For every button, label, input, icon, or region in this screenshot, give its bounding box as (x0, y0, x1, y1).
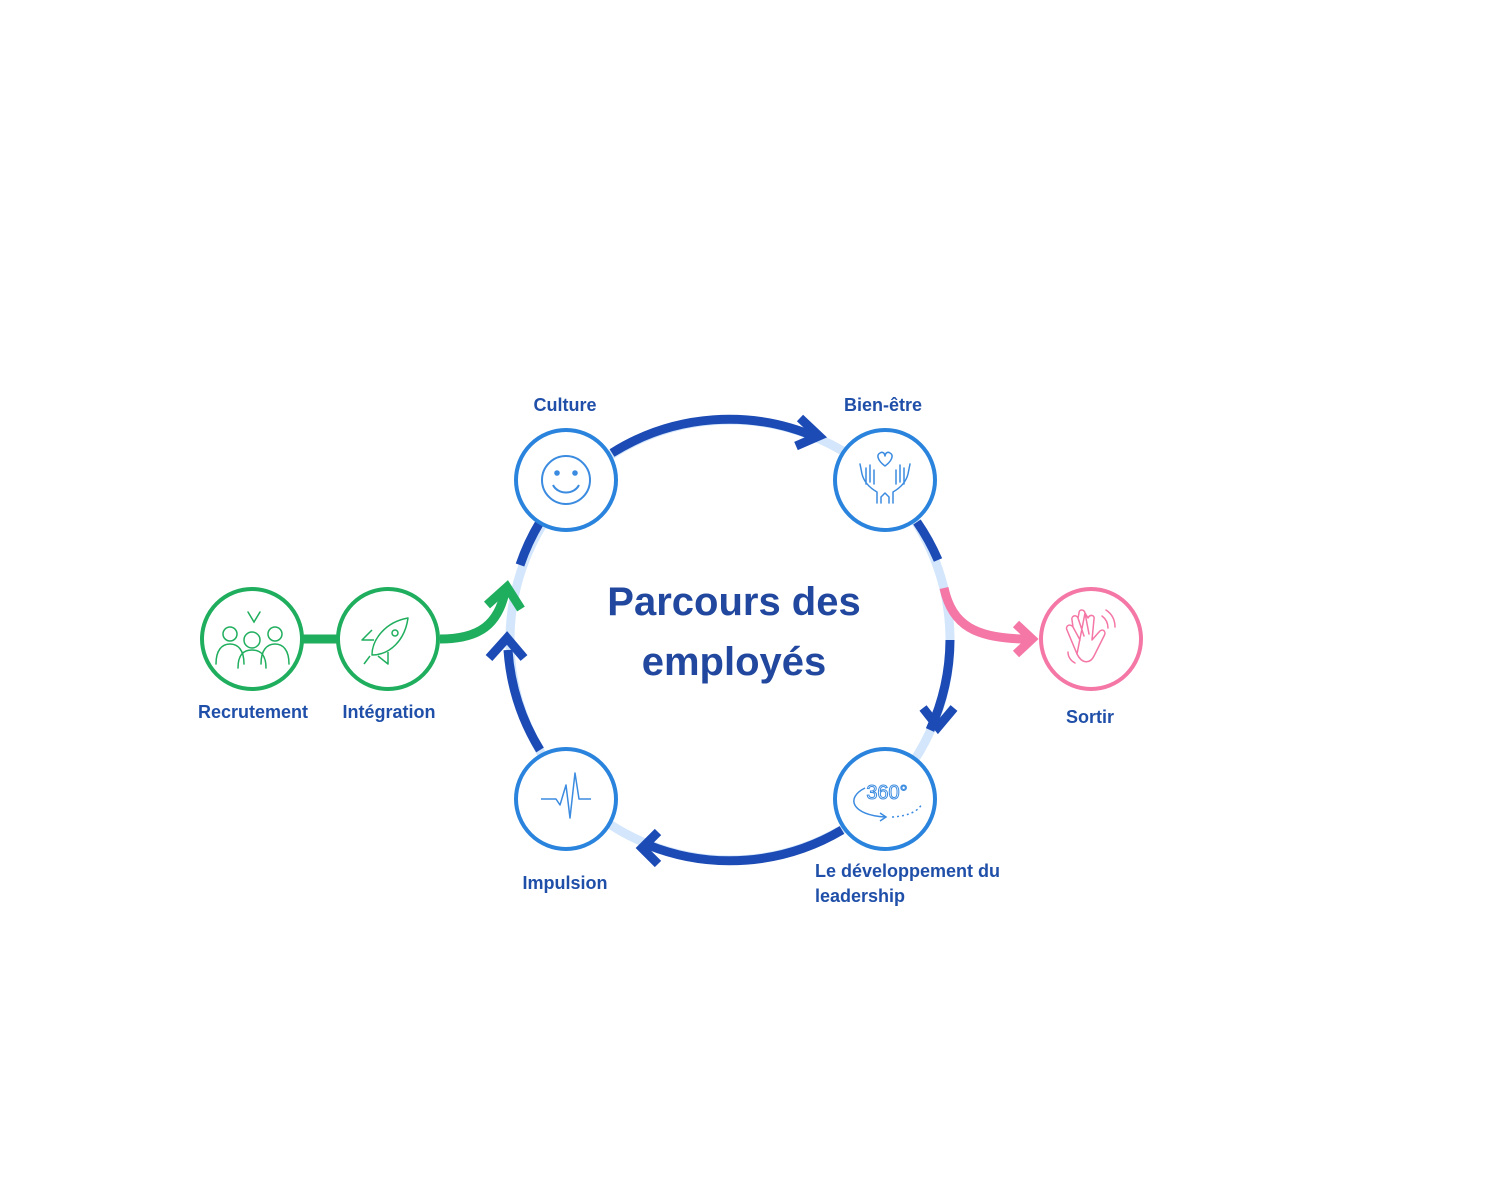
rotation-360-text: 360° (866, 782, 907, 804)
node-onboarding (336, 587, 440, 691)
rotation-360-icon: 360° (853, 782, 923, 822)
waving-hand-icon (1065, 609, 1116, 664)
cycle-arrowheads (485, 414, 958, 868)
cycle-segment-wellbeing-right (913, 519, 943, 562)
label-leadership: Le développement du leadership (815, 859, 1045, 909)
entry-path (302, 580, 525, 644)
label-impulse: Impulsion (522, 873, 608, 893)
smiley-face-icon (541, 455, 591, 505)
pulse-line-icon (541, 772, 591, 819)
label-recruitment: Recrutement (197, 702, 309, 722)
diagram-title: Parcours des employés (584, 572, 884, 692)
arrowhead-down-right (919, 705, 958, 735)
arrowhead-to-wellbeing (794, 414, 828, 451)
node-impulse (514, 747, 618, 851)
node-culture (514, 428, 618, 532)
cycle-segment-leadership-impulse (646, 826, 845, 866)
exit-path (939, 586, 1039, 658)
node-wellbeing (833, 428, 937, 532)
node-leadership: 360° (833, 747, 937, 851)
label-culture: Culture (533, 395, 597, 415)
node-recruitment (200, 587, 304, 691)
entry-arrowhead (483, 580, 525, 612)
cycle-to-exit-curve (939, 586, 1029, 644)
arrowhead-up-left (485, 631, 528, 662)
label-leadership-line-2: leadership (815, 886, 906, 906)
hands-heart-icon (859, 451, 911, 504)
onboarding-to-cycle-curve (439, 590, 510, 644)
label-wellbeing: Bien-être (843, 395, 923, 415)
label-exit: Sortir (1065, 707, 1114, 727)
label-onboarding: Intégration (342, 702, 436, 722)
node-exit (1039, 587, 1143, 691)
team-people-icon (215, 611, 290, 669)
label-leadership-line-1: Le développement du (815, 861, 1001, 881)
title-line-1: Parcours des (607, 580, 861, 624)
cycle-segment-impulse-left (503, 649, 544, 753)
cycle-segment-culture-wellbeing (609, 414, 820, 457)
arrowhead-to-impulse (635, 828, 662, 868)
title-line-2: employés (641, 640, 827, 684)
exit-arrowhead (1012, 620, 1039, 658)
rocket-icon (361, 617, 409, 665)
